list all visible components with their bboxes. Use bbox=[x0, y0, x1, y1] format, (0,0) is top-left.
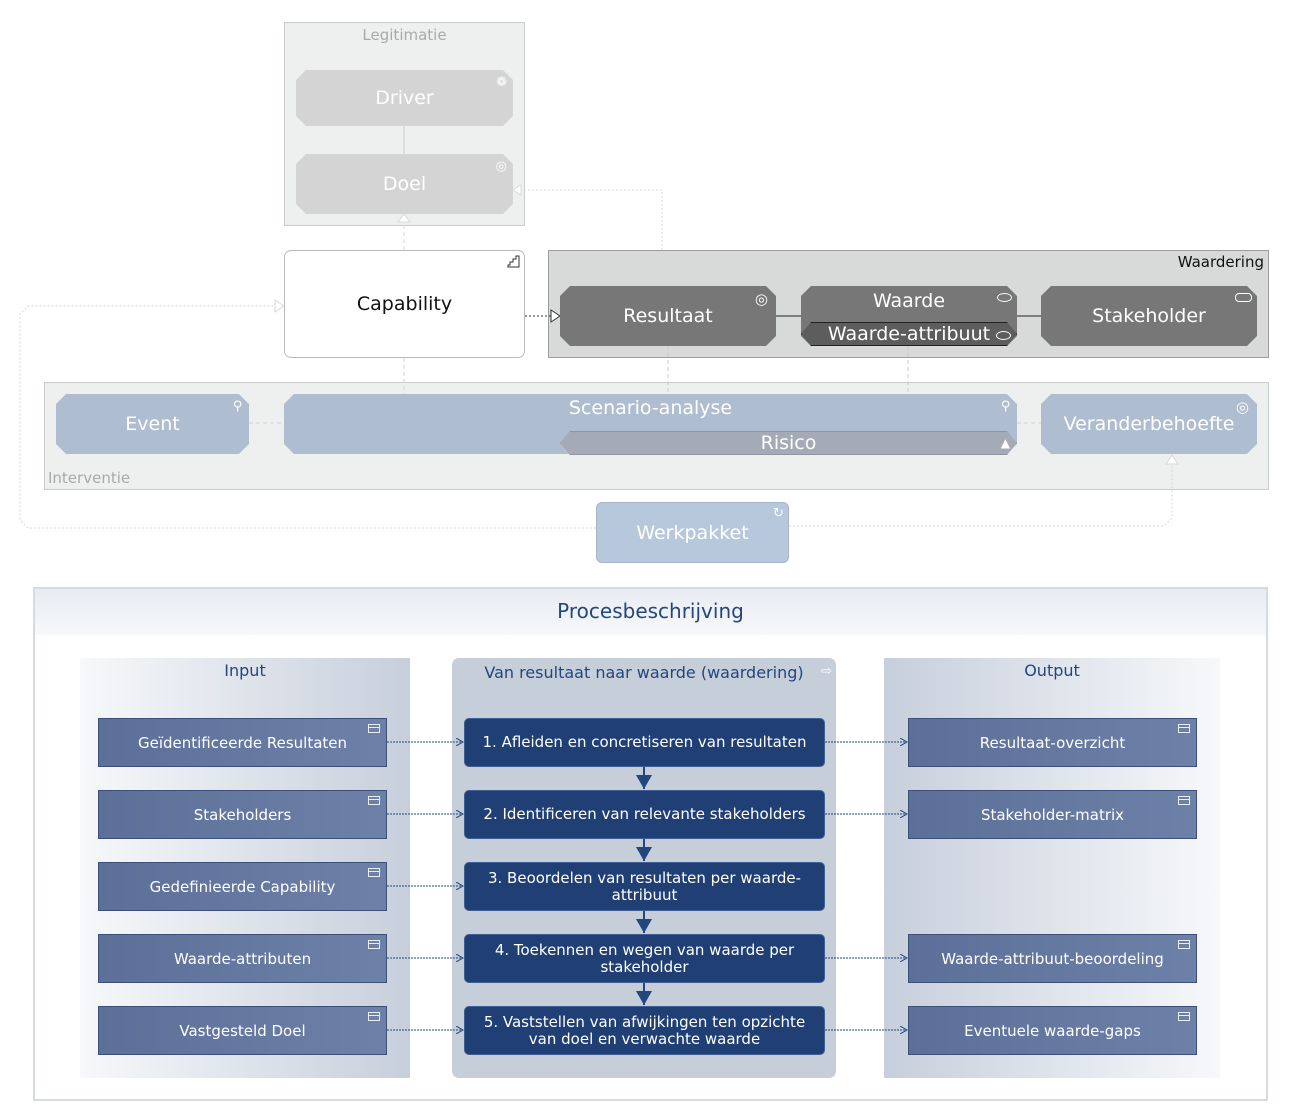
driver-node[interactable]: Driver ❁ bbox=[296, 70, 513, 126]
veranderbehoefte-label: Veranderbehoefte bbox=[1063, 413, 1235, 435]
process-step[interactable]: 5. Vaststellen van afwijkingen ten opzic… bbox=[464, 1006, 825, 1055]
process-step[interactable]: 1. Afleiden en concretiseren van resulta… bbox=[464, 718, 825, 767]
process-step-label: 4. Toekennen en wegen van waarde per sta… bbox=[494, 940, 795, 976]
magnifier-icon: ⚲ bbox=[1001, 399, 1011, 414]
doel-label: Doel bbox=[382, 173, 427, 195]
capability-node[interactable]: Capability bbox=[284, 250, 525, 358]
document-icon bbox=[368, 1012, 380, 1021]
wheel-icon: ❁ bbox=[496, 75, 507, 90]
document-icon bbox=[368, 940, 380, 949]
capability-label: Capability bbox=[356, 293, 453, 315]
output-item-label: Eventuele waarde-gaps bbox=[964, 1021, 1141, 1040]
diagram-connectors bbox=[19, 126, 1179, 529]
resultaat-node[interactable]: Resultaat ◎ bbox=[560, 286, 776, 346]
process-step-label: 2. Identificeren van relevante stakehold… bbox=[483, 805, 806, 823]
ellipse-icon bbox=[997, 293, 1012, 302]
werkpakket-node[interactable]: Werkpakket ↻ bbox=[596, 502, 789, 563]
input-heading: Input bbox=[224, 661, 266, 680]
werkpakket-label: Werkpakket bbox=[636, 521, 749, 544]
target-arrow-icon: ◎ bbox=[1235, 398, 1249, 416]
document-icon bbox=[1178, 724, 1190, 733]
stakeholder-node[interactable]: Stakeholder bbox=[1041, 286, 1257, 346]
doel-node[interactable]: Doel ◎ bbox=[296, 154, 513, 214]
input-item-label: Geïdentificeerde Resultaten bbox=[137, 733, 348, 752]
document-icon bbox=[368, 796, 380, 805]
document-icon bbox=[1178, 796, 1190, 805]
risico-label: Risico bbox=[760, 432, 817, 454]
interventie-label: Interventie bbox=[48, 469, 131, 487]
legitimatie-label: Legitimatie bbox=[362, 26, 447, 44]
main-heading: Van resultaat naar waarde (waardering) bbox=[484, 663, 804, 682]
event-node[interactable]: Event ⚲ bbox=[56, 394, 249, 454]
resultaat-label: Resultaat bbox=[623, 305, 713, 327]
waarde-attribuut-node[interactable]: Waarde-attribuut bbox=[801, 322, 1017, 346]
driver-label: Driver bbox=[375, 87, 434, 109]
output-heading: Output bbox=[1024, 661, 1080, 680]
document-icon bbox=[1178, 940, 1190, 949]
ellipse-icon bbox=[996, 331, 1011, 340]
waarde-label: Waarde bbox=[872, 290, 946, 312]
input-item-label: Waarde-attributen bbox=[173, 949, 312, 968]
event-label: Event bbox=[125, 413, 180, 435]
risico-node[interactable]: Risico ▲ bbox=[560, 431, 1017, 455]
input-item[interactable]: Geïdentificeerde Resultaten bbox=[98, 718, 387, 767]
process-title: Procesbeschrijving bbox=[557, 599, 744, 623]
scenario-label: Scenario-analyse bbox=[568, 397, 733, 419]
target-icon: ◎ bbox=[495, 159, 507, 174]
waardering-label: Waardering bbox=[1177, 253, 1264, 271]
output-item-label: Waarde-attribuut-beoordeling bbox=[941, 949, 1164, 968]
input-item[interactable]: Stakeholders bbox=[98, 790, 387, 839]
steps-icon bbox=[507, 255, 520, 268]
document-icon bbox=[368, 868, 380, 877]
output-item[interactable]: Eventuele waarde-gaps bbox=[908, 1006, 1197, 1055]
loop-arrow-icon: ↻ bbox=[773, 506, 784, 521]
process-title-bar bbox=[35, 589, 1266, 635]
input-item[interactable]: Vastgesteld Doel bbox=[98, 1006, 387, 1055]
process-step-label: 1. Afleiden en concretiseren van resulta… bbox=[482, 733, 807, 751]
process-step[interactable]: 4. Toekennen en wegen van waarde per sta… bbox=[464, 934, 825, 983]
process-step-label: 3. Beoordelen van resultaten per waarde-… bbox=[487, 868, 802, 904]
document-icon bbox=[1178, 1012, 1190, 1021]
target-arrow-icon: ◎ bbox=[754, 290, 768, 308]
process-step[interactable]: 2. Identificeren van relevante stakehold… bbox=[464, 790, 825, 839]
output-item-label: Resultaat-overzicht bbox=[979, 733, 1126, 752]
output-item[interactable]: Stakeholder-matrix bbox=[908, 790, 1197, 839]
waarde-attribuut-label: Waarde-attribuut bbox=[827, 323, 991, 345]
input-item-label: Gedefinieerde Capability bbox=[149, 877, 336, 896]
cylinder-icon bbox=[1235, 293, 1252, 302]
process-step[interactable]: 3. Beoordelen van resultaten per waarde-… bbox=[464, 862, 825, 911]
stakeholder-label: Stakeholder bbox=[1092, 305, 1206, 327]
warning-icon: ▲ bbox=[1000, 436, 1010, 450]
input-item[interactable]: Waarde-attributen bbox=[98, 934, 387, 983]
veranderbehoefte-node[interactable]: Veranderbehoefte ◎ bbox=[1041, 394, 1257, 454]
magnifier-icon: ⚲ bbox=[233, 399, 243, 414]
output-item-label: Stakeholder-matrix bbox=[980, 805, 1125, 824]
input-item-label: Stakeholders bbox=[193, 805, 292, 824]
input-item-label: Vastgesteld Doel bbox=[179, 1021, 306, 1040]
output-item[interactable]: Waarde-attribuut-beoordeling bbox=[908, 934, 1197, 983]
output-item[interactable]: Resultaat-overzicht bbox=[908, 718, 1197, 767]
input-item[interactable]: Gedefinieerde Capability bbox=[98, 862, 387, 911]
process-step-label: 5. Vaststellen van afwijkingen ten opzic… bbox=[483, 1012, 806, 1048]
arrow-right-icon: ⇨ bbox=[821, 664, 832, 679]
document-icon bbox=[368, 724, 380, 733]
process-connectors bbox=[387, 700, 1291, 1080]
